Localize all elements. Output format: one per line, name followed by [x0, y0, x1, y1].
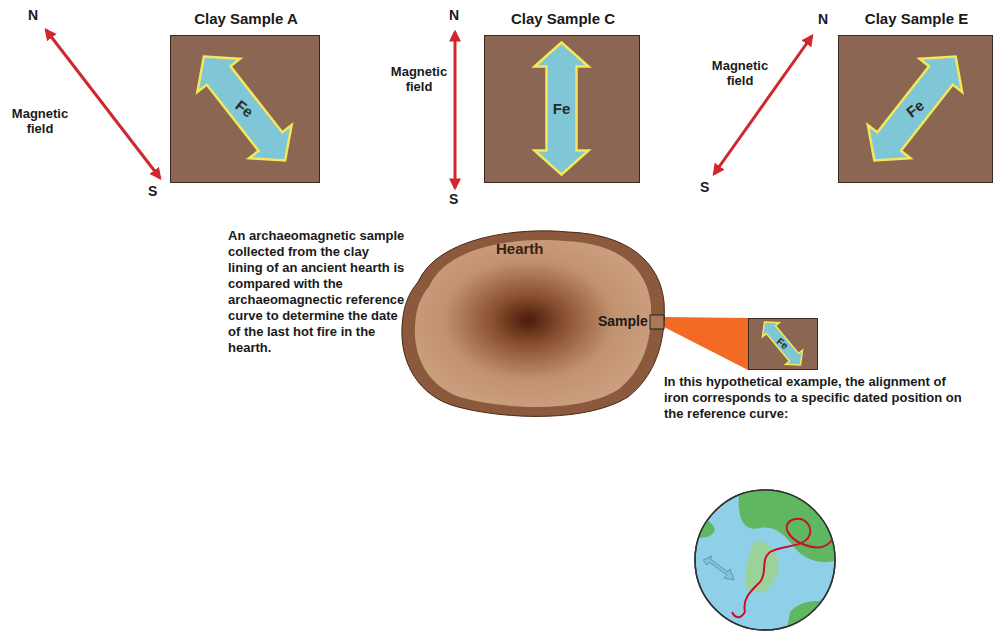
hearth-label: Hearth: [496, 240, 544, 257]
field-label: Magnetic field: [708, 58, 772, 88]
field-label: Magnetic field: [388, 64, 450, 94]
globe: [690, 487, 840, 637]
pole-letter: S: [449, 192, 458, 207]
field-label: Magnetic field: [4, 106, 76, 136]
fe-label: Fe: [142, 6, 347, 211]
field-arrow: [714, 36, 812, 174]
pole-letter: N: [818, 12, 828, 27]
fe-label: Fe: [741, 303, 824, 384]
hearth-floor: [415, 240, 651, 407]
clay-sample: Clay Sample EFe: [838, 35, 993, 183]
sample-title: Clay Sample A: [151, 10, 341, 27]
fe-label: Fe: [810, 5, 997, 213]
field-arrow: [454, 32, 457, 188]
pole-letter: N: [449, 8, 459, 23]
fe-label: Fe: [485, 36, 638, 181]
note-text: In this hypothetical example, the alignm…: [664, 374, 964, 422]
pole-letter: S: [700, 180, 709, 195]
callout-wedge: [664, 317, 748, 370]
pole-letter: S: [148, 184, 157, 199]
sample-title: Clay Sample C: [465, 10, 661, 27]
sample-title: Clay Sample E: [819, 10, 997, 27]
sample-square: [650, 315, 664, 329]
clay-sample: Clay Sample AFe: [170, 35, 320, 183]
field-label: Sample: [598, 314, 648, 329]
hearth-rim: [402, 231, 664, 417]
clay-sample: Clay Sample CFe: [484, 35, 640, 183]
field-arrow: [46, 30, 160, 178]
note-text: An archaeomagnetic sample collected from…: [228, 228, 406, 356]
pole-letter: N: [28, 8, 38, 23]
clay-sample: Fe: [748, 318, 818, 370]
